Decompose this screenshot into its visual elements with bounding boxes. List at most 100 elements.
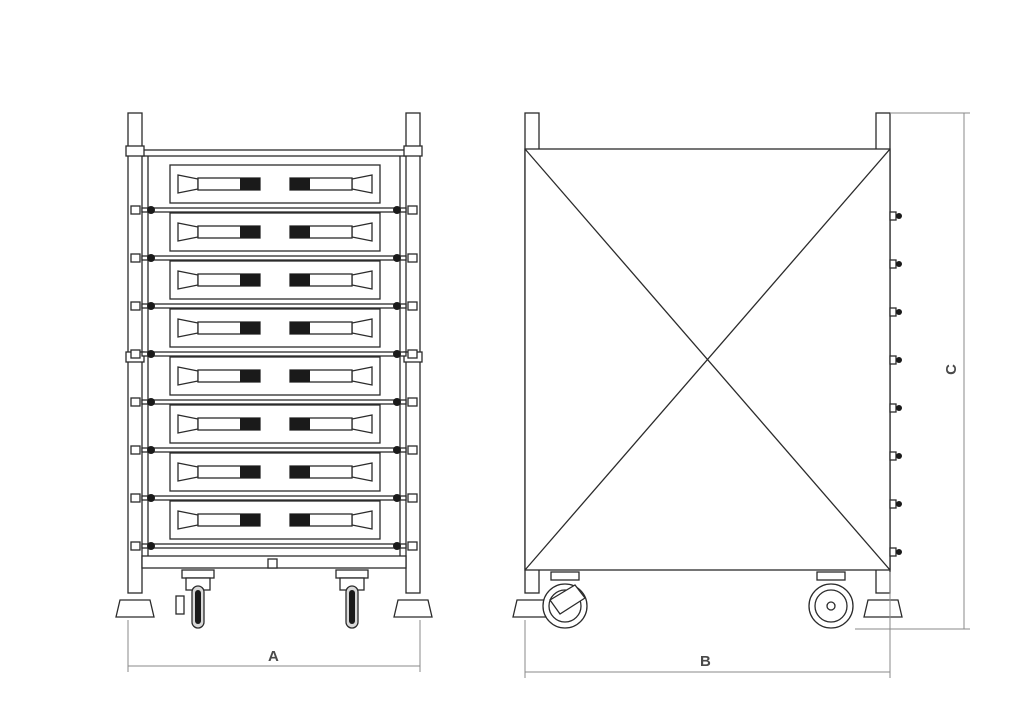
side-right-foot	[863, 599, 903, 618]
front-caster-brake	[175, 595, 185, 615]
tray-grip-dark-left	[240, 370, 260, 382]
tray-shelf-rail	[141, 399, 407, 405]
caster-hub	[826, 601, 836, 611]
side-tray-knob	[896, 357, 902, 363]
tray-grip-dark-left	[240, 514, 260, 526]
tray-grip-dark-left	[240, 226, 260, 238]
tray-knob-left	[147, 542, 155, 550]
side-caster-right	[808, 571, 854, 629]
side-tray-stop	[889, 451, 897, 461]
tray-grip-dark-right	[290, 178, 310, 190]
tray-clip-right	[407, 349, 418, 359]
tray-knob-left	[147, 446, 155, 454]
caster-plate	[550, 571, 580, 581]
tray-clip-left	[130, 397, 141, 407]
side-tray-knob	[896, 501, 902, 507]
side-tray-knob	[896, 261, 902, 267]
side-tray-stop	[889, 259, 897, 269]
dimension-label-b: B	[700, 653, 711, 670]
side-tray-knob	[896, 453, 902, 459]
tray-knob-right	[393, 542, 401, 550]
front-right-foot	[393, 599, 433, 618]
front-corner-cap	[403, 145, 423, 157]
side-tray-stop	[889, 547, 897, 557]
tray-clip-left	[130, 445, 141, 455]
front-tray	[130, 356, 418, 407]
tray-grip-dark-right	[290, 370, 310, 382]
tray-grip-dark-right	[290, 418, 310, 430]
tray-knob-right	[393, 494, 401, 502]
tray-clip-right	[407, 445, 418, 455]
tray-shelf-rail	[141, 351, 407, 357]
front-top-rail	[141, 149, 407, 157]
dimension-label-a: A	[268, 648, 279, 665]
tray-grip-dark-left	[240, 274, 260, 286]
tray-shelf-rail	[141, 303, 407, 309]
tray-clip-right	[407, 397, 418, 407]
front-tray	[130, 164, 418, 215]
side-tray-stop	[889, 355, 897, 365]
tray-clip-left	[130, 541, 141, 551]
tray-knob-left	[147, 254, 155, 262]
tray-knob-right	[393, 350, 401, 358]
side-tray-knob	[896, 405, 902, 411]
front-tray	[130, 308, 418, 359]
dimension-label-c: C	[942, 364, 960, 375]
front-left-foot	[115, 599, 155, 618]
front-corner-cap	[125, 145, 145, 157]
tray-clip-left	[130, 493, 141, 503]
tray-shelf-rail	[141, 207, 407, 213]
tray-knob-right	[393, 446, 401, 454]
tray-clip-left	[130, 301, 141, 311]
front-caster-left	[181, 569, 215, 629]
side-tray-stop	[889, 307, 897, 317]
tray-knob-right	[393, 254, 401, 262]
side-tray-stop	[889, 211, 897, 221]
tray-clip-left	[130, 349, 141, 359]
tray-grip-dark-right	[290, 274, 310, 286]
tray-grip-dark-right	[290, 466, 310, 478]
front-view	[115, 112, 433, 629]
tray-clip-left	[130, 253, 141, 263]
side-view	[512, 112, 903, 629]
tray-grip-dark-left	[240, 322, 260, 334]
tray-knob-left	[147, 494, 155, 502]
tray-clip-right	[407, 205, 418, 215]
front-tray	[130, 500, 418, 551]
tray-knob-right	[393, 398, 401, 406]
tray-grip-dark-right	[290, 322, 310, 334]
side-tray-knob	[896, 549, 902, 555]
side-tray-knob	[896, 213, 902, 219]
front-caster-right	[335, 569, 369, 629]
tray-knob-left	[147, 206, 155, 214]
caster-plate	[181, 569, 215, 579]
side-panel-diagonal-2	[524, 148, 891, 571]
tray-shelf-rail	[141, 255, 407, 261]
caster-plate	[816, 571, 846, 581]
tray-knob-left	[147, 398, 155, 406]
front-latch	[267, 558, 278, 569]
front-tray	[130, 404, 418, 455]
tray-shelf-rail	[141, 495, 407, 501]
tray-grip-dark-right	[290, 226, 310, 238]
tray-knob-right	[393, 302, 401, 310]
caster-tread	[195, 590, 201, 624]
tray-clip-left	[130, 205, 141, 215]
tray-clip-right	[407, 301, 418, 311]
tray-grip-dark-left	[240, 178, 260, 190]
tray-knob-right	[393, 206, 401, 214]
tray-grip-dark-right	[290, 514, 310, 526]
front-tray	[130, 452, 418, 503]
tray-grip-dark-left	[240, 466, 260, 478]
front-tray	[130, 212, 418, 263]
tray-knob-left	[147, 302, 155, 310]
tray-clip-right	[407, 253, 418, 263]
tray-shelf-rail	[141, 543, 407, 549]
tray-shelf-rail	[141, 447, 407, 453]
side-tray-stop	[889, 403, 897, 413]
caster-plate	[335, 569, 369, 579]
side-tray-stop	[889, 499, 897, 509]
tray-clip-right	[407, 541, 418, 551]
front-tray	[130, 260, 418, 311]
